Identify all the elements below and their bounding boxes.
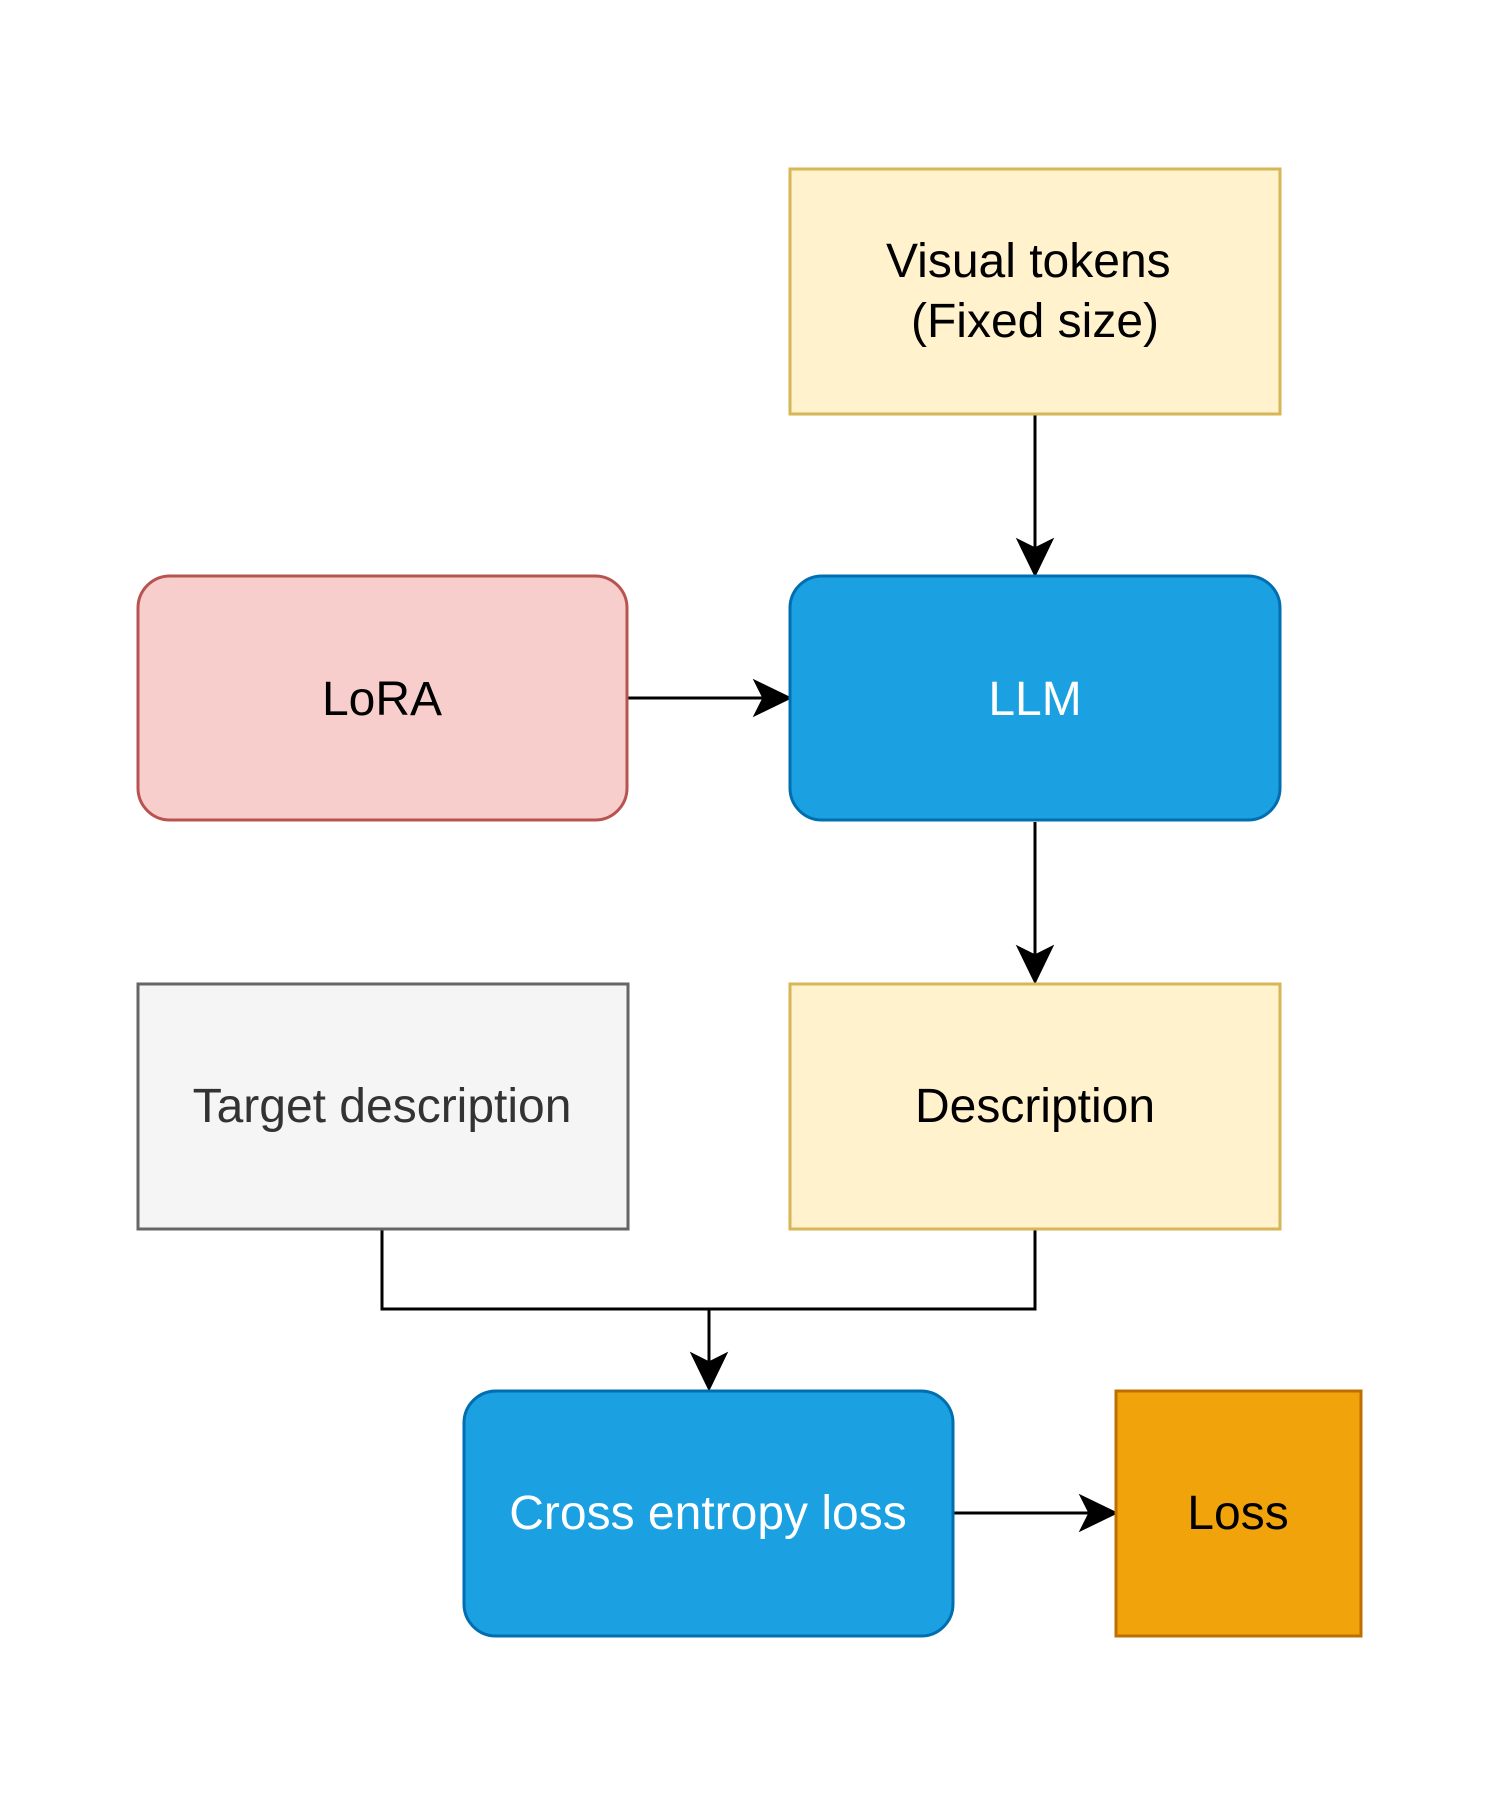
node-llm: LLM xyxy=(788,574,1282,822)
edge-description-to-cross-entropy-loss xyxy=(689,1229,1037,1392)
edge-visual-tokens-to-llm xyxy=(1015,414,1055,578)
node-loss: Loss xyxy=(1114,1389,1363,1638)
node-description-label: Description xyxy=(915,1080,1155,1133)
node-llm-label: LLM xyxy=(988,673,1081,726)
node-target-description-box xyxy=(136,982,630,1231)
node-loss-label: Loss xyxy=(1187,1487,1288,1540)
node-lora: LoRA xyxy=(136,574,629,822)
node-target-description: Target description xyxy=(136,982,630,1231)
node-visual-tokens: Visual tokens (Fixed size) xyxy=(788,167,1282,416)
node-loss-box xyxy=(1114,1389,1363,1638)
node-visual-tokens-box xyxy=(788,167,1282,416)
node-lora-box xyxy=(136,574,629,822)
edge-cross-entropy-loss-to-loss xyxy=(953,1493,1119,1533)
node-visual-tokens-line-1: Visual tokens xyxy=(886,235,1171,288)
node-visual-tokens-line-2: (Fixed size) xyxy=(911,295,1159,348)
node-llm-box xyxy=(788,574,1282,822)
node-visual-tokens-label: Visual tokens (Fixed size) xyxy=(886,235,1184,348)
node-description-box xyxy=(788,982,1282,1231)
node-target-description-label: Target description xyxy=(193,1080,572,1133)
edge-llm-to-description xyxy=(1015,822,1055,985)
edge-target-description-to-cross-entropy-loss xyxy=(380,1229,709,1311)
edge-lora-to-llm xyxy=(627,678,793,718)
node-cross-entropy-loss-box xyxy=(462,1389,955,1638)
node-cross-entropy-loss-label: Cross entropy loss xyxy=(509,1487,906,1540)
node-cross-entropy-loss: Cross entropy loss xyxy=(462,1389,955,1638)
node-lora-label: LoRA xyxy=(322,673,442,726)
node-description: Description xyxy=(788,982,1282,1231)
